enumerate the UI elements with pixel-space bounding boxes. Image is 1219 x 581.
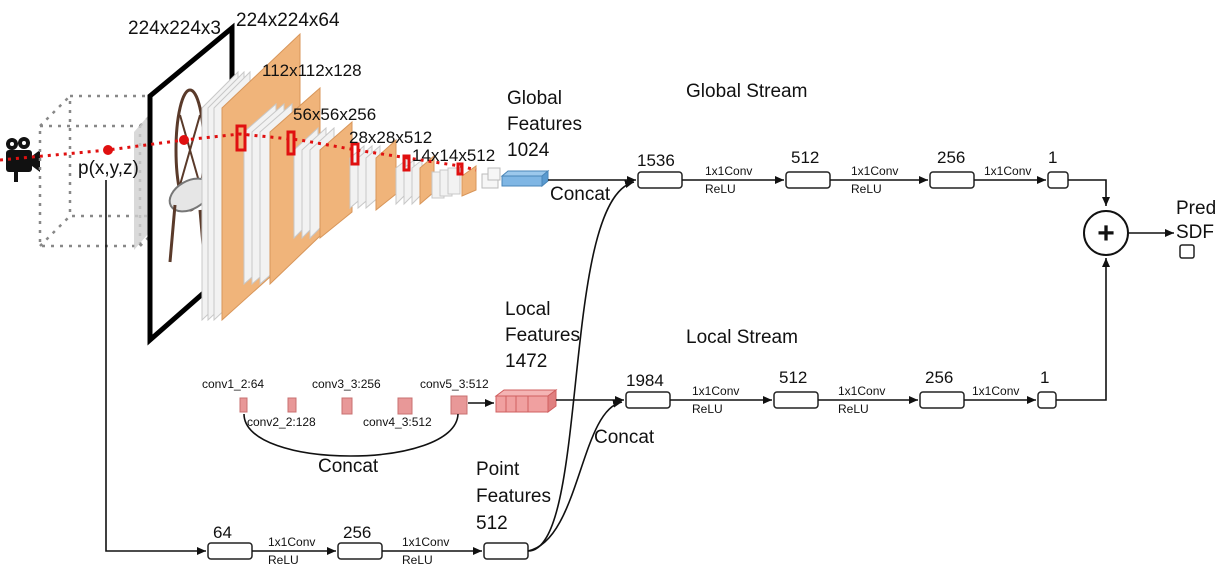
point-to-local-curve <box>527 399 623 552</box>
global-sum-arrow <box>1068 179 1110 206</box>
global-op-label: 1x1Conv <box>984 164 1031 178</box>
local-sum-arrow <box>1056 258 1110 401</box>
conv-layer-label: conv4_3:512 <box>363 415 432 429</box>
camera-icon <box>6 137 40 182</box>
sum-symbol: + <box>1097 217 1115 250</box>
conv-layer-label: conv2_2:128 <box>247 415 316 429</box>
image-point-marker <box>179 135 189 145</box>
global-op-label: 1x1Conv <box>705 164 752 178</box>
encoder-dim-label: 28x28x512 <box>349 128 432 147</box>
local-node-label: 512 <box>779 368 807 387</box>
point-features-label: Point <box>476 459 520 480</box>
local-features-dim: 1472 <box>505 351 547 372</box>
point-features-dim: 512 <box>476 513 508 534</box>
local-stream-title: Local Stream <box>686 327 798 348</box>
global-node-256 <box>929 171 975 189</box>
local-node-label: 1 <box>1040 368 1049 387</box>
encoder-block-3 <box>293 120 353 240</box>
global-features-label: Features <box>507 114 582 135</box>
encoder-dim-label: 14x14x512 <box>412 146 495 165</box>
local-feature-markers <box>235 124 464 176</box>
pred-sdf-node <box>1179 244 1195 259</box>
point-node-512 <box>483 542 529 560</box>
local-op-label: 1x1Conv <box>838 384 885 398</box>
point-input-line <box>105 180 206 555</box>
point-node-label: 64 <box>213 523 232 542</box>
local-node-256 <box>919 391 965 409</box>
encoder-block-4 <box>349 138 397 212</box>
global-op-label: ReLU <box>851 182 882 196</box>
global-node-label: 1536 <box>637 151 675 170</box>
global-node-label: 1 <box>1048 148 1057 167</box>
local-feature-vector <box>494 389 558 413</box>
pred-sdf-label: Pred <box>1176 198 1216 219</box>
point-op-label: 1x1Conv <box>402 535 449 549</box>
encoder-dim-label: 224x224x64 <box>236 10 340 31</box>
global-node-1 <box>1047 171 1069 189</box>
global-node-label: 512 <box>791 148 819 167</box>
local-node-label: 256 <box>925 368 953 387</box>
local-node-1 <box>1037 391 1057 409</box>
local-op-label: 1x1Conv <box>692 384 739 398</box>
point-node-label: 256 <box>343 523 371 542</box>
conv-concat-curve <box>243 413 459 457</box>
point-label: p(x,y,z) <box>78 158 139 179</box>
global-op-label: 1x1Conv <box>851 164 898 178</box>
local-features-label: Local <box>505 299 550 320</box>
local-op-label: ReLU <box>692 402 723 416</box>
global-node-512 <box>785 171 831 189</box>
pred-sdf-label: SDF <box>1176 222 1214 243</box>
global-concat-label: Concat <box>550 184 611 205</box>
conv-layer-label: conv1_2:64 <box>202 377 264 391</box>
global-features-dim: 1024 <box>507 140 550 161</box>
encoder-fc-blocks <box>481 167 501 189</box>
local-op-label: 1x1Conv <box>972 384 1019 398</box>
local-node-label: 1984 <box>626 371 664 390</box>
conv-layer-label: conv3_3:256 <box>312 377 381 391</box>
point-node-64 <box>207 542 253 560</box>
point-marker <box>103 145 113 155</box>
encoder-block-6 <box>431 165 477 199</box>
point-op-label: ReLU <box>268 553 299 567</box>
dotted-cube <box>38 94 172 248</box>
conv-feature-cubes <box>239 395 468 415</box>
point-node-256 <box>337 542 383 560</box>
global-stream-title: Global Stream <box>686 81 807 102</box>
point-op-label: 1x1Conv <box>268 535 315 549</box>
point-to-global-curve <box>527 180 635 552</box>
encoder-dim-label: 112x112x128 <box>262 61 362 80</box>
local-features-label: Features <box>505 325 580 346</box>
global-node-1536 <box>637 171 683 189</box>
local-op-label: ReLU <box>838 402 869 416</box>
encoder-dim-label: 56x56x256 <box>293 105 376 124</box>
global-node-label: 256 <box>937 148 965 167</box>
local-node-1984 <box>625 391 671 409</box>
point-op-label: ReLU <box>402 553 433 567</box>
conv-concat-label: Concat <box>318 456 379 477</box>
conv-layer-label: conv5_3:512 <box>420 377 489 391</box>
global-features-label: Global <box>507 88 562 109</box>
local-concat-label: Concat <box>594 427 655 448</box>
global-feature-vector <box>500 169 550 188</box>
encoder-dim-label: 224x224x3 <box>128 18 221 39</box>
point-features-label: Features <box>476 486 551 507</box>
local-node-512 <box>773 391 819 409</box>
global-op-label: ReLU <box>705 182 736 196</box>
